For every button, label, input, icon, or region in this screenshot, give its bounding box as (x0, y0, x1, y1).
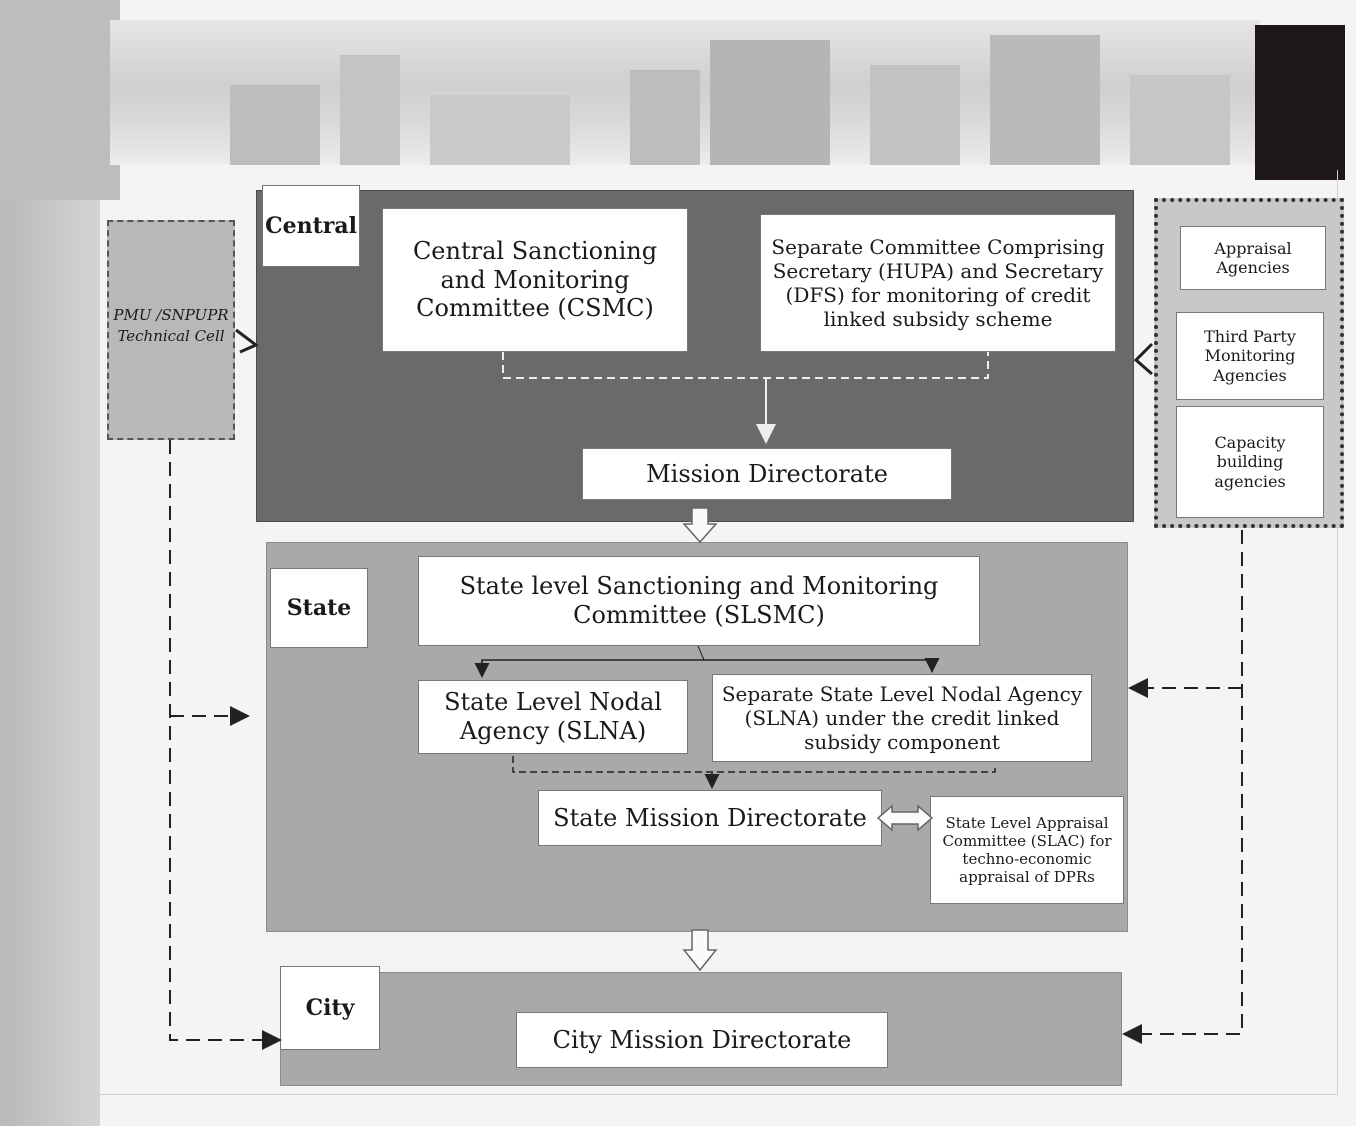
state-to-city-block-arrow (682, 929, 718, 972)
csmc-box: Central Sanctioning and Monitoring Commi… (382, 208, 688, 352)
agencies-dashed-feed-line (1122, 530, 1243, 1044)
city-label: City (280, 966, 380, 1050)
smd-slac-double-arrow (876, 804, 934, 832)
pmu-dashed-feed-line (169, 440, 282, 1050)
capacity-building-box: Capacity building agencies (1176, 406, 1324, 518)
appraisal-agencies-box: Appraisal Agencies (1180, 226, 1326, 290)
central-label: Central (262, 185, 360, 267)
central-bracket-connector (502, 352, 989, 444)
slsmc-branch-connector (474, 645, 940, 678)
separate-committee-box: Separate Committee Comprising Secretary … (760, 214, 1116, 352)
pmu-technical-cell-label: PMU /SNPUPR Technical Cell (113, 306, 229, 345)
slsmc-box: State level Sanctioning and Monitoring C… (418, 556, 980, 646)
central-to-state-block-arrow (682, 507, 718, 544)
page-frame (98, 170, 1338, 1095)
slna-bracket-connector (512, 756, 996, 789)
pmu-technical-cell-box (107, 220, 235, 440)
state-mission-directorate-box: State Mission Directorate (538, 790, 882, 846)
left-margin-strip-top (0, 0, 120, 200)
city-mission-directorate-box: City Mission Directorate (516, 1012, 888, 1068)
mission-directorate-box: Mission Directorate (582, 448, 952, 500)
pmu-to-central-arrow (235, 328, 259, 354)
separate-slna-box: Separate State Level Nodal Agency (SLNA)… (712, 674, 1092, 762)
state-label: State (270, 568, 368, 648)
slac-box: State Level Appraisal Committee (SLAC) f… (930, 796, 1124, 904)
agencies-to-central-arrow (1133, 342, 1154, 376)
third-party-agencies-box: Third Party Monitoring Agencies (1176, 312, 1324, 400)
header-banner-image (110, 20, 1260, 165)
slna-box: State Level Nodal Agency (SLNA) (418, 680, 688, 754)
header-dark-corner (1255, 25, 1345, 180)
